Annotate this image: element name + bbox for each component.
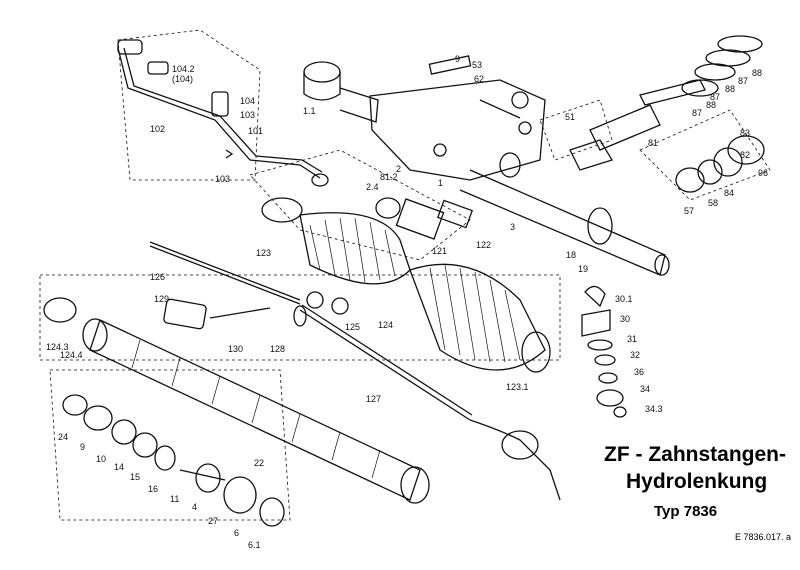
part-label: 88 [706, 100, 716, 110]
rack-tube [459, 152, 670, 276]
part-label: 30 [620, 314, 630, 324]
part-label: 88 [725, 84, 735, 94]
part-label: 128 [270, 344, 285, 354]
part-label: 16 [148, 484, 158, 494]
bellows-boots [299, 212, 551, 373]
part-label: 87 [738, 76, 748, 86]
part-label: 6 [234, 528, 239, 538]
part-label: 83 [740, 128, 750, 138]
part-label: 36 [634, 367, 644, 377]
part-label: 9 [455, 54, 460, 64]
part-label: 31 [627, 334, 637, 344]
part-label: 30.1 [615, 294, 633, 304]
part-label: 123 [256, 248, 271, 258]
part-label: 18 [566, 250, 576, 260]
part-label: 24 [58, 432, 68, 442]
group-outlines [39, 29, 771, 521]
part-label: 19 [578, 264, 588, 274]
drawing-title-line2: Hydrolenkung [626, 470, 768, 493]
part-label: 125 [345, 322, 360, 332]
small-parts-center [261, 197, 474, 240]
part-label: 124 [378, 320, 393, 330]
drawing-type-label: Typ 7836 [654, 503, 718, 520]
part-label: 32 [630, 350, 640, 360]
part-label: 4 [192, 502, 197, 512]
part-label: 81.2 [380, 172, 398, 182]
part-label: 130 [228, 344, 243, 354]
lower-housing [43, 297, 430, 504]
part-label: 11 [170, 494, 179, 504]
part-label: 58 [708, 198, 718, 208]
part-label: 81 [648, 138, 658, 148]
part-label: 88 [752, 68, 762, 78]
part-label: 2.4 [366, 182, 379, 192]
pinion-shaft-assembly [569, 35, 765, 193]
part-label: 62 [474, 74, 484, 84]
drawing-code: E 7836.017. a [735, 532, 792, 542]
steering-link-arm [117, 39, 329, 187]
part-label: 87 [692, 108, 702, 118]
tie-rods [149, 241, 561, 501]
part-label: 124.4 [60, 350, 83, 360]
part-label: 82 [740, 150, 750, 160]
part-label: 104.2 [172, 64, 195, 74]
part-label: 127 [366, 394, 381, 404]
part-label: 27 [208, 516, 218, 526]
part-label: 6.1 [248, 540, 261, 550]
part-label: 121 [432, 246, 447, 256]
part-label: 101 [248, 126, 263, 136]
part-label: (104) [172, 74, 193, 84]
part-label: 124.3 [46, 342, 69, 352]
part-label: 34 [640, 384, 650, 394]
part-label: 10 [96, 454, 106, 464]
part-label: 84 [724, 188, 734, 198]
part-label: 1.1 [303, 106, 316, 116]
part-label: 2 [396, 164, 401, 174]
part-label: 87 [710, 92, 720, 102]
part-labels: 104.2 (104) 104 103 101 102 103 9 53 62 … [46, 54, 768, 550]
part-label: 126 [150, 272, 165, 282]
part-label: 1 [438, 178, 443, 188]
drawing-title-line1: ZF - Zahnstangen- [604, 443, 786, 466]
part-label: 96 [758, 168, 768, 178]
part-label: 15 [130, 472, 140, 482]
part-label: 104 [240, 96, 255, 106]
part-label: 129 [154, 294, 169, 304]
adjuster-parts [581, 285, 627, 418]
part-label: 14 [114, 462, 124, 472]
part-label: 102 [150, 124, 165, 134]
valve-housing [303, 55, 546, 181]
seal-rings-stack [62, 394, 285, 527]
part-label: 57 [684, 206, 694, 216]
part-label: 53 [472, 60, 482, 70]
part-label: 123.1 [506, 382, 529, 392]
part-label: 3 [510, 222, 515, 232]
part-label: 103 [215, 174, 230, 184]
part-label: 34.3 [645, 404, 663, 414]
part-label: 122 [476, 240, 491, 250]
part-label: 51 [565, 112, 575, 122]
part-label: 103 [240, 110, 255, 120]
part-label: 9 [80, 442, 85, 452]
part-label: 22 [254, 458, 264, 468]
